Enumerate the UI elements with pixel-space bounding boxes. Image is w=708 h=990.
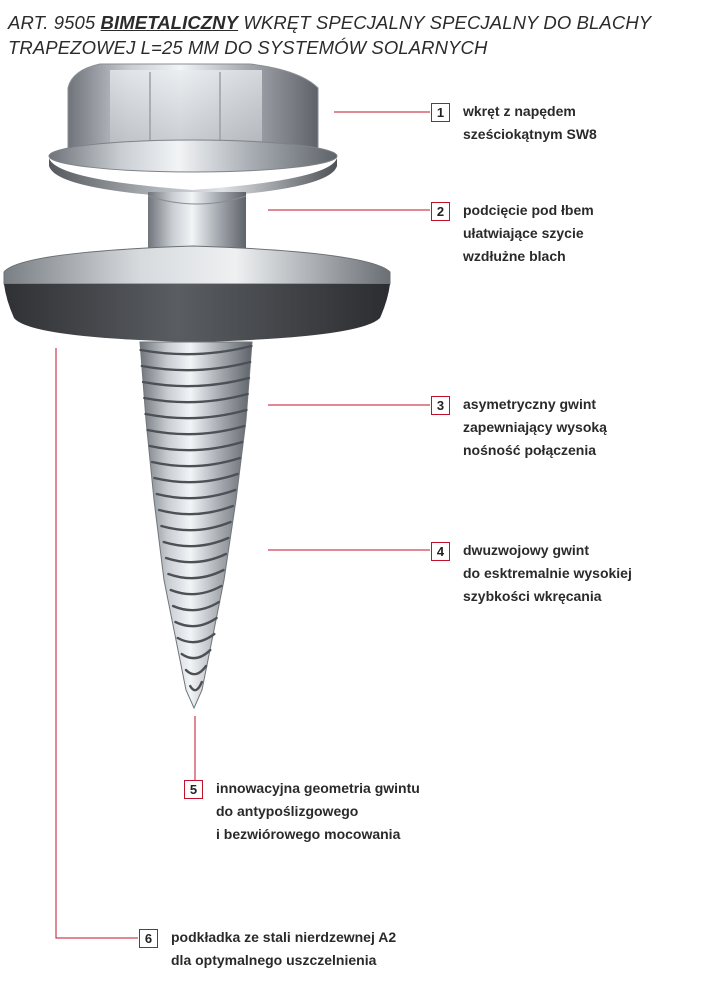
thread-line bbox=[150, 456, 242, 468]
callout-2: 2 podcięcie pod łbem ułatwiające szycie … bbox=[431, 202, 594, 268]
callout-6: 6 podkładka ze stali nierdzewnej A2 dla … bbox=[139, 929, 396, 972]
callout-text: szybkości wkręcania bbox=[463, 588, 602, 604]
callout-text: asymetryczny gwint bbox=[463, 396, 597, 412]
thread-line bbox=[169, 584, 223, 596]
thread-line bbox=[139, 344, 253, 356]
title-rest: WKRĘT SPECJALNY SPECJALNY DO BLACHY bbox=[238, 12, 652, 33]
thread-line bbox=[174, 616, 218, 628]
callout-text: dla optymalnego uszczelnienia bbox=[171, 952, 377, 968]
callout-number-6: 6 bbox=[139, 929, 158, 948]
title-prefix: ART. 9505 bbox=[8, 12, 101, 33]
thread-line bbox=[146, 424, 246, 436]
neck-undercut bbox=[148, 192, 246, 254]
callout-text: podkładka ze stali nierdzewnej A2 bbox=[171, 929, 397, 945]
callout-3: 3 asymetryczny gwint zapewniający wysoką… bbox=[431, 396, 607, 462]
thread-line bbox=[188, 680, 204, 692]
callout-number-2: 2 bbox=[431, 202, 450, 221]
thread-line bbox=[144, 408, 248, 420]
callout-text: i bezwiórowego mocowania bbox=[216, 826, 401, 842]
callout-text: dwuzwojowy gwint bbox=[463, 542, 589, 558]
callout-text: podcięcie pod łbem bbox=[463, 202, 594, 218]
callout-text: wkręt z napędem bbox=[463, 103, 576, 119]
thread-line bbox=[162, 536, 230, 548]
threaded-shank bbox=[139, 341, 253, 710]
product-title: ART. 9505 BIMETALICZNY WKRĘT SPECJALNY S… bbox=[8, 10, 698, 60]
callout-text: zapewniający wysoką bbox=[463, 419, 607, 435]
thread-line bbox=[157, 504, 235, 516]
thread-line bbox=[155, 488, 237, 500]
callout-text: nośność połączenia bbox=[463, 442, 597, 458]
thread-line bbox=[171, 600, 221, 612]
callout-text: do esktremalnie wysokiej bbox=[463, 565, 632, 581]
sealing-washer bbox=[3, 245, 391, 342]
thread-line bbox=[148, 440, 244, 452]
callout-text: wzdłużne blach bbox=[463, 248, 566, 264]
thread-line bbox=[141, 376, 251, 388]
thread-line bbox=[153, 472, 239, 484]
callout-text: ułatwiające szycie bbox=[463, 225, 584, 241]
thread-line bbox=[140, 360, 252, 372]
leader-line-5 bbox=[184, 716, 196, 789]
leader-line-6 bbox=[55, 348, 138, 939]
thread-line bbox=[184, 664, 208, 676]
callout-text: innowacyjna geometria gwintu bbox=[216, 780, 420, 796]
thread-line bbox=[143, 392, 249, 404]
callout-number-4: 4 bbox=[431, 542, 450, 561]
title-emphasis: BIMETALICZNY bbox=[100, 12, 239, 33]
callout-5: 5 innowacyjna geometria gwintu do antypo… bbox=[184, 780, 420, 846]
thread-line bbox=[167, 568, 225, 580]
callout-number-5: 5 bbox=[184, 780, 203, 799]
callout-number-1: 1 bbox=[431, 103, 450, 122]
callout-text: do antypoślizgowego bbox=[216, 803, 359, 819]
callout-number-3: 3 bbox=[431, 396, 450, 415]
thread-line bbox=[160, 520, 232, 532]
hex-head bbox=[48, 63, 338, 198]
thread-line bbox=[180, 648, 212, 660]
callout-1: 1 wkręt z napędem sześciokątnym SW8 bbox=[431, 103, 597, 146]
callout-text: sześciokątnym SW8 bbox=[463, 126, 597, 142]
title-line2: TRAPEZOWEJ L=25 MM DO SYSTEMÓW SOLARNYCH bbox=[8, 37, 488, 58]
thread-line bbox=[164, 552, 228, 564]
callout-4: 4 dwuzwojowy gwint do esktremalnie wysok… bbox=[431, 542, 632, 608]
thread-line bbox=[176, 632, 216, 644]
